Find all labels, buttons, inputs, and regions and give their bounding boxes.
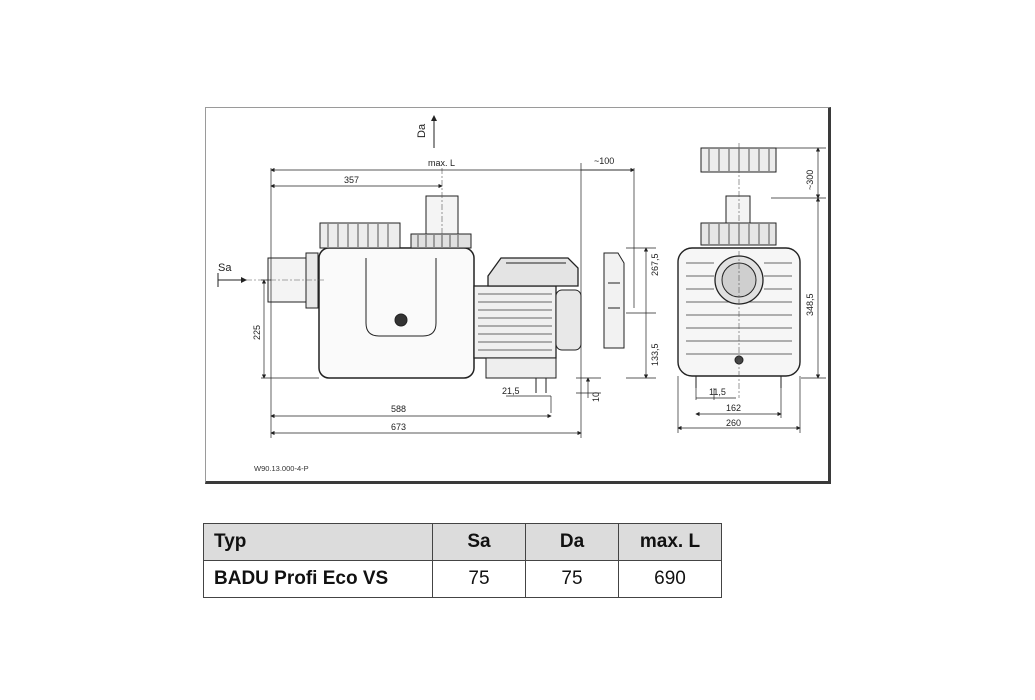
dim-225: 225 <box>252 325 262 340</box>
cell-sa: 75 <box>432 560 526 598</box>
pump-side-view <box>267 195 625 393</box>
dim-10: 10 <box>591 392 601 402</box>
pump-dimension-drawing: Da Sa <box>217 115 826 473</box>
dim-588: 588 <box>391 404 406 414</box>
dim-260: 260 <box>726 418 741 428</box>
table-row: BADU Profi Eco VS 75 75 690 <box>203 560 722 598</box>
dim-11-5: 11,5 <box>709 387 726 397</box>
cell-max-l: 690 <box>618 560 722 598</box>
cell-typ: BADU Profi Eco VS <box>203 560 433 598</box>
cell-da: 75 <box>525 560 619 598</box>
dim-267-5: 267,5 <box>650 253 660 276</box>
table-header-row: Typ Sa Da max. L <box>203 523 722 561</box>
suction-arrow <box>217 273 247 287</box>
drawing-code: W90.13.000-4-P <box>254 464 309 473</box>
dim-21-5: 21,5 <box>502 386 520 396</box>
header-typ: Typ <box>203 523 433 561</box>
dim-357: 357 <box>344 175 359 185</box>
technical-drawing-frame: Da Sa <box>205 107 831 484</box>
dim-673: 673 <box>391 422 406 432</box>
label-sa: Sa <box>218 262 232 274</box>
dim-300: ~300 <box>805 170 815 190</box>
dim-max-l: max. L <box>428 158 455 168</box>
dim-348-5: 348,5 <box>805 293 815 316</box>
label-da: Da <box>416 123 428 138</box>
header-da: Da <box>525 523 619 561</box>
header-sa: Sa <box>432 523 526 561</box>
dim-100: ~100 <box>594 156 614 166</box>
header-max-l: max. L <box>618 523 722 561</box>
dim-133-5: 133,5 <box>650 343 660 366</box>
dim-162: 162 <box>726 403 741 413</box>
pump-spec-table: Typ Sa Da max. L BADU Profi Eco VS 75 75… <box>203 523 722 598</box>
